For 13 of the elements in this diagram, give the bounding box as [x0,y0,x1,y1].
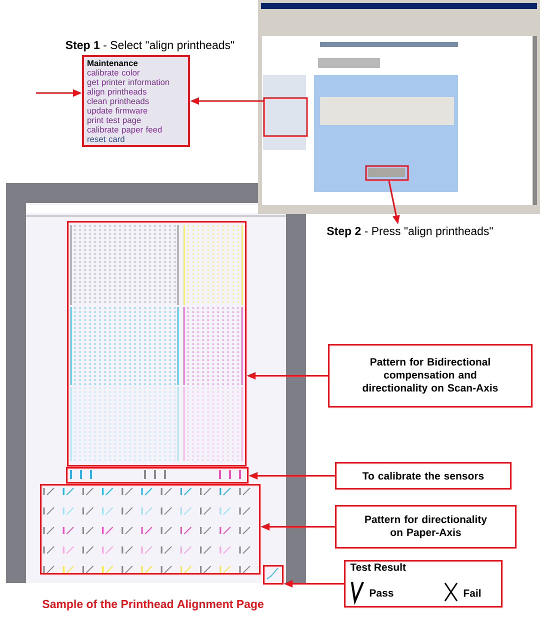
highlight-box [263,565,284,584]
picture [258,0,540,214]
callout-box: Pattern for directionality on Paper-Axis [335,505,516,548]
highlight-box [66,467,248,484]
step-label: Step 2 - Press "align printheads" [326,226,493,238]
caption: Sample of the Printhead Alignment Page [42,600,264,610]
test-result-box: Test Result Pass Fail [344,560,502,608]
callout-box: Pattern for Bidirectional compensation and directionality on Scan-Axis [328,344,532,408]
step-label: Step 1 - Select "align printheads" [66,40,234,52]
callout-box: To calibrate the sensors [335,462,512,490]
highlight-box [40,484,260,574]
menu-box: Maintenance calibrate color get printer information align printheads clean printheads update firmware print test page calibrate paper feed reset card [82,55,190,147]
highlight-box [67,221,246,466]
